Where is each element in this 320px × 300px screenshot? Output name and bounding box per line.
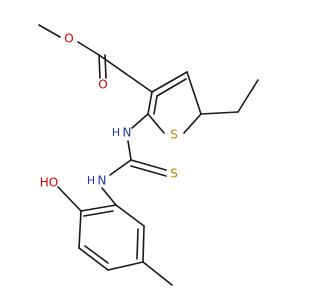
atom-h-upper: H xyxy=(112,126,120,139)
bond-aryl-oh xyxy=(57,186,82,212)
bond-benz-5-6-inner xyxy=(136,228,139,260)
atom-n-lower: N xyxy=(98,174,107,188)
atom-o-single: O xyxy=(64,32,73,46)
bond-benz-3-4-inner xyxy=(84,245,109,264)
bond-nh-thiocarbon xyxy=(127,140,132,161)
bond-carbonyl-o-double-1 xyxy=(98,54,101,79)
bond-ring-c4-c5 xyxy=(186,71,202,115)
atom-s-ring: S xyxy=(170,128,178,142)
bond-carbonyl-ring xyxy=(98,54,153,93)
bond-benz-1-2 xyxy=(80,204,117,212)
bond-benz-2-3 xyxy=(78,210,82,249)
atom-hydroxyl: HO xyxy=(40,176,58,190)
bond-o-carbonyl xyxy=(77,41,100,56)
bond-aryl-methyl xyxy=(142,261,173,286)
bond-nh-aryl xyxy=(101,187,117,206)
bond-ethyl-2 xyxy=(237,79,259,113)
bond-ring-c2-c3-inner xyxy=(153,95,158,115)
molecule-diagram: O O S H N H N S HO xyxy=(38,24,259,286)
bond-ring-c5-s xyxy=(183,113,202,134)
bond-ethyl-1 xyxy=(200,111,239,115)
bond-thio-double-2 xyxy=(130,165,167,177)
bond-methyl-o xyxy=(38,24,61,38)
bond-benz-3-4 xyxy=(78,247,109,271)
bond-c2-nh xyxy=(131,113,149,129)
atom-o-double: O xyxy=(98,78,107,92)
bond-benz-1-2-inner xyxy=(83,210,114,217)
bond-benz-4-5 xyxy=(107,261,144,271)
bond-thiocarbon-nh xyxy=(109,159,132,176)
bond-benz-6-1 xyxy=(115,204,145,227)
structure-svg: O O S H N H N S HO xyxy=(38,24,259,286)
bond-thio-double-1 xyxy=(130,159,167,171)
atom-h-lower: H xyxy=(87,174,95,187)
atom-s-thio: S xyxy=(170,167,178,181)
bond-benz-5-6 xyxy=(142,225,145,263)
bond-ring-c3-c4 xyxy=(151,71,188,93)
bond-ring-c3-c4-inner xyxy=(156,78,187,97)
bond-ring-s-c2 xyxy=(147,113,165,134)
bond-ring-c2-c3 xyxy=(147,91,153,115)
atom-n-upper: N xyxy=(123,126,132,140)
